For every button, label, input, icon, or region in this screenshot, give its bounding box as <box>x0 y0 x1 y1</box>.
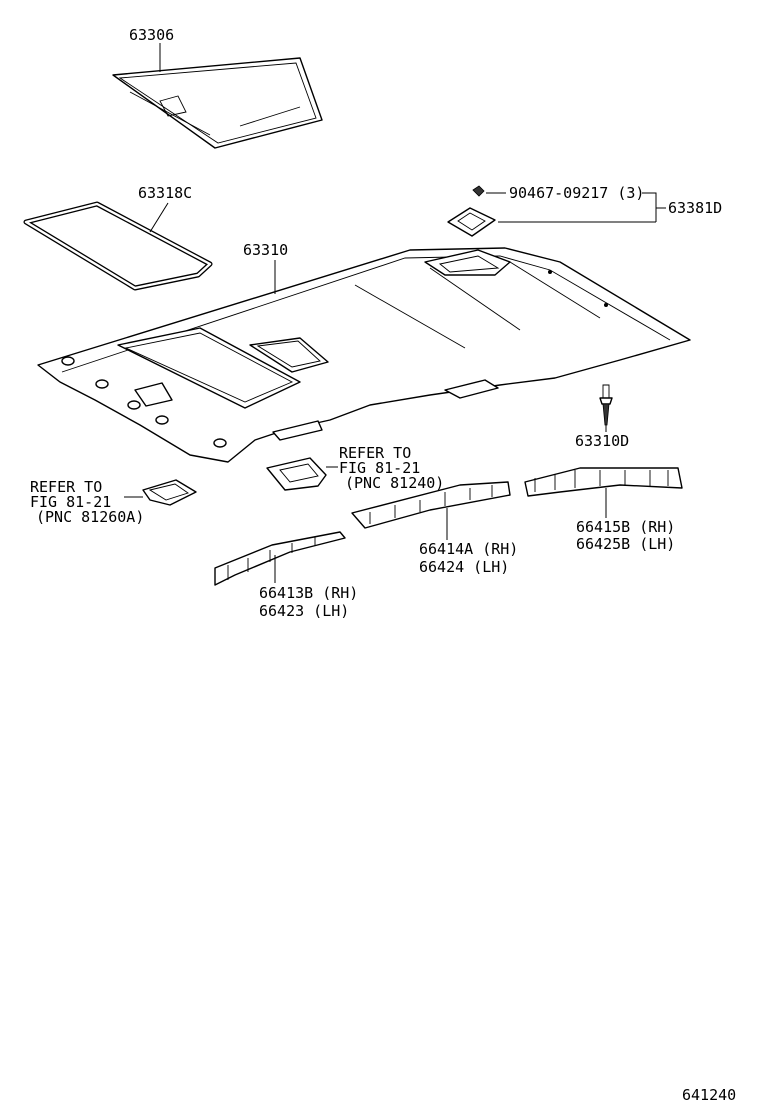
label-63306: 63306 <box>129 26 174 44</box>
label-refer-right-2: FIG 81-21 <box>339 459 420 477</box>
clip-icon <box>447 207 496 237</box>
map-lamp-icon <box>142 479 197 506</box>
headliner-panel-icon <box>37 247 691 463</box>
sunroof-weatherstrip-icon <box>23 201 213 291</box>
label-66424: 66424 (LH) <box>419 558 509 576</box>
screw-icon <box>599 384 613 426</box>
bracket-63381d <box>642 192 666 222</box>
label-63310d: 63310D <box>575 432 629 450</box>
label-refer-left-3: (PNC 81260A) <box>36 508 144 526</box>
label-refer-right-1: REFER TO <box>339 444 411 462</box>
assist-grip-icon <box>266 457 327 491</box>
label-66414a: 66414A (RH) <box>419 540 518 558</box>
bracket-icon <box>524 467 683 497</box>
label-63381d: 63381D <box>668 199 722 217</box>
label-66415b: 66415B (RH) <box>576 518 675 536</box>
screw-icon <box>472 185 485 197</box>
label-66413b: 66413B (RH) <box>259 584 358 602</box>
sunshade-panel-icon <box>112 57 323 149</box>
leader-63318c <box>149 202 169 233</box>
label-63318c: 63318C <box>138 184 192 202</box>
bracket-icon <box>214 531 346 586</box>
bracket-icon <box>351 481 511 529</box>
label-66423: 66423 (LH) <box>259 602 349 620</box>
label-refer-left-1: REFER TO <box>30 478 102 496</box>
label-63310: 63310 <box>243 241 288 259</box>
label-90467: 90467-09217 (3) <box>509 184 644 202</box>
label-66425b: 66425B (LH) <box>576 535 675 553</box>
figure-number: 641240 <box>682 1086 736 1104</box>
label-refer-left-2: FIG 81-21 <box>30 493 111 511</box>
label-refer-right-3: (PNC 81240) <box>345 474 444 492</box>
